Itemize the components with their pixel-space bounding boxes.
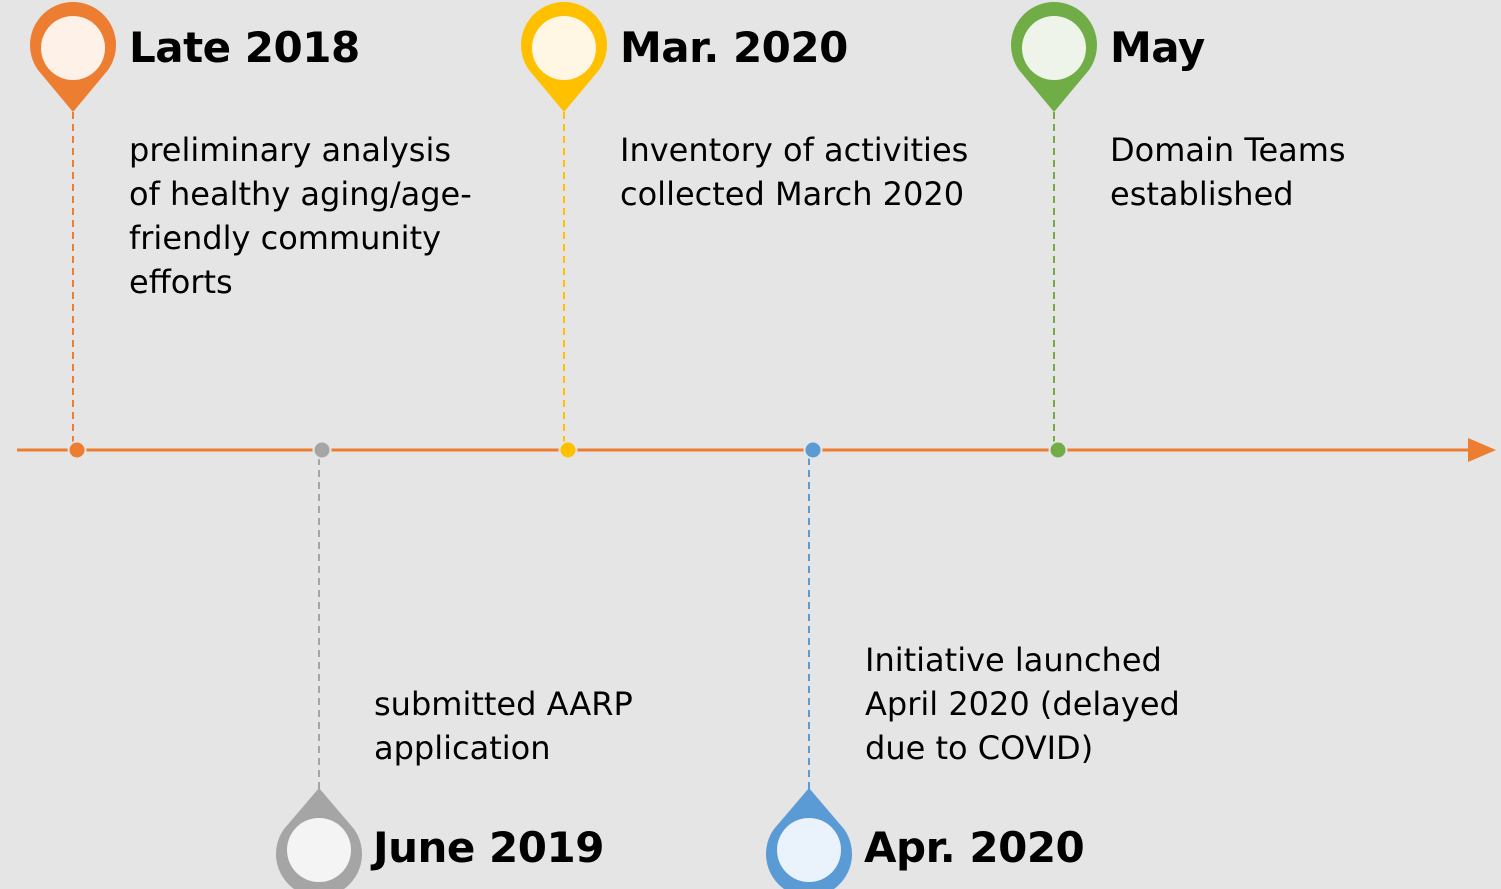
event-description-line: efforts <box>129 263 233 301</box>
event-dot <box>67 440 87 460</box>
timeline-arrowhead <box>1468 438 1496 462</box>
event-pin-apr-2020 <box>766 788 852 889</box>
event-dot <box>803 440 823 460</box>
event-description: submitted AARP application <box>374 682 633 770</box>
event-description-line: Initiative launched <box>865 641 1162 679</box>
event-date: Mar. 2020 <box>620 23 848 72</box>
event-description-line: preliminary analysis <box>129 131 452 169</box>
event-dot <box>1048 440 1068 460</box>
event-description: preliminary analysis of healthy aging/ag… <box>129 128 472 304</box>
event-description-line: due to COVID) <box>865 729 1094 767</box>
event-description-line: Inventory of activities <box>620 131 969 169</box>
event-pin-june-2019 <box>276 788 362 889</box>
event-description-line: Domain Teams <box>1110 131 1346 169</box>
event-description: Domain Teams established <box>1110 128 1346 216</box>
event-description-line: April 2020 (delayed <box>865 685 1180 723</box>
event-description: Inventory of activities collected March … <box>620 128 968 216</box>
event-dot <box>312 440 332 460</box>
event-pin-mar-2020 <box>521 2 607 112</box>
event-pin-may <box>1011 2 1097 112</box>
event-date: June 2019 <box>373 823 604 872</box>
event-description-line: friendly community <box>129 219 442 257</box>
event-description-line: submitted AARP <box>374 685 633 723</box>
event-date: May <box>1110 23 1205 72</box>
event-description-line: application <box>374 729 551 767</box>
event-description-line: of healthy aging/age- <box>129 175 472 213</box>
event-date: Apr. 2020 <box>864 823 1085 872</box>
event-description-line: established <box>1110 175 1294 213</box>
event-date: Late 2018 <box>129 23 360 72</box>
event-description: Initiative launched April 2020 (delayed … <box>865 638 1180 770</box>
event-pin-late-2018 <box>30 2 117 112</box>
event-dot <box>558 440 578 460</box>
event-description-line: collected March 2020 <box>620 175 965 213</box>
